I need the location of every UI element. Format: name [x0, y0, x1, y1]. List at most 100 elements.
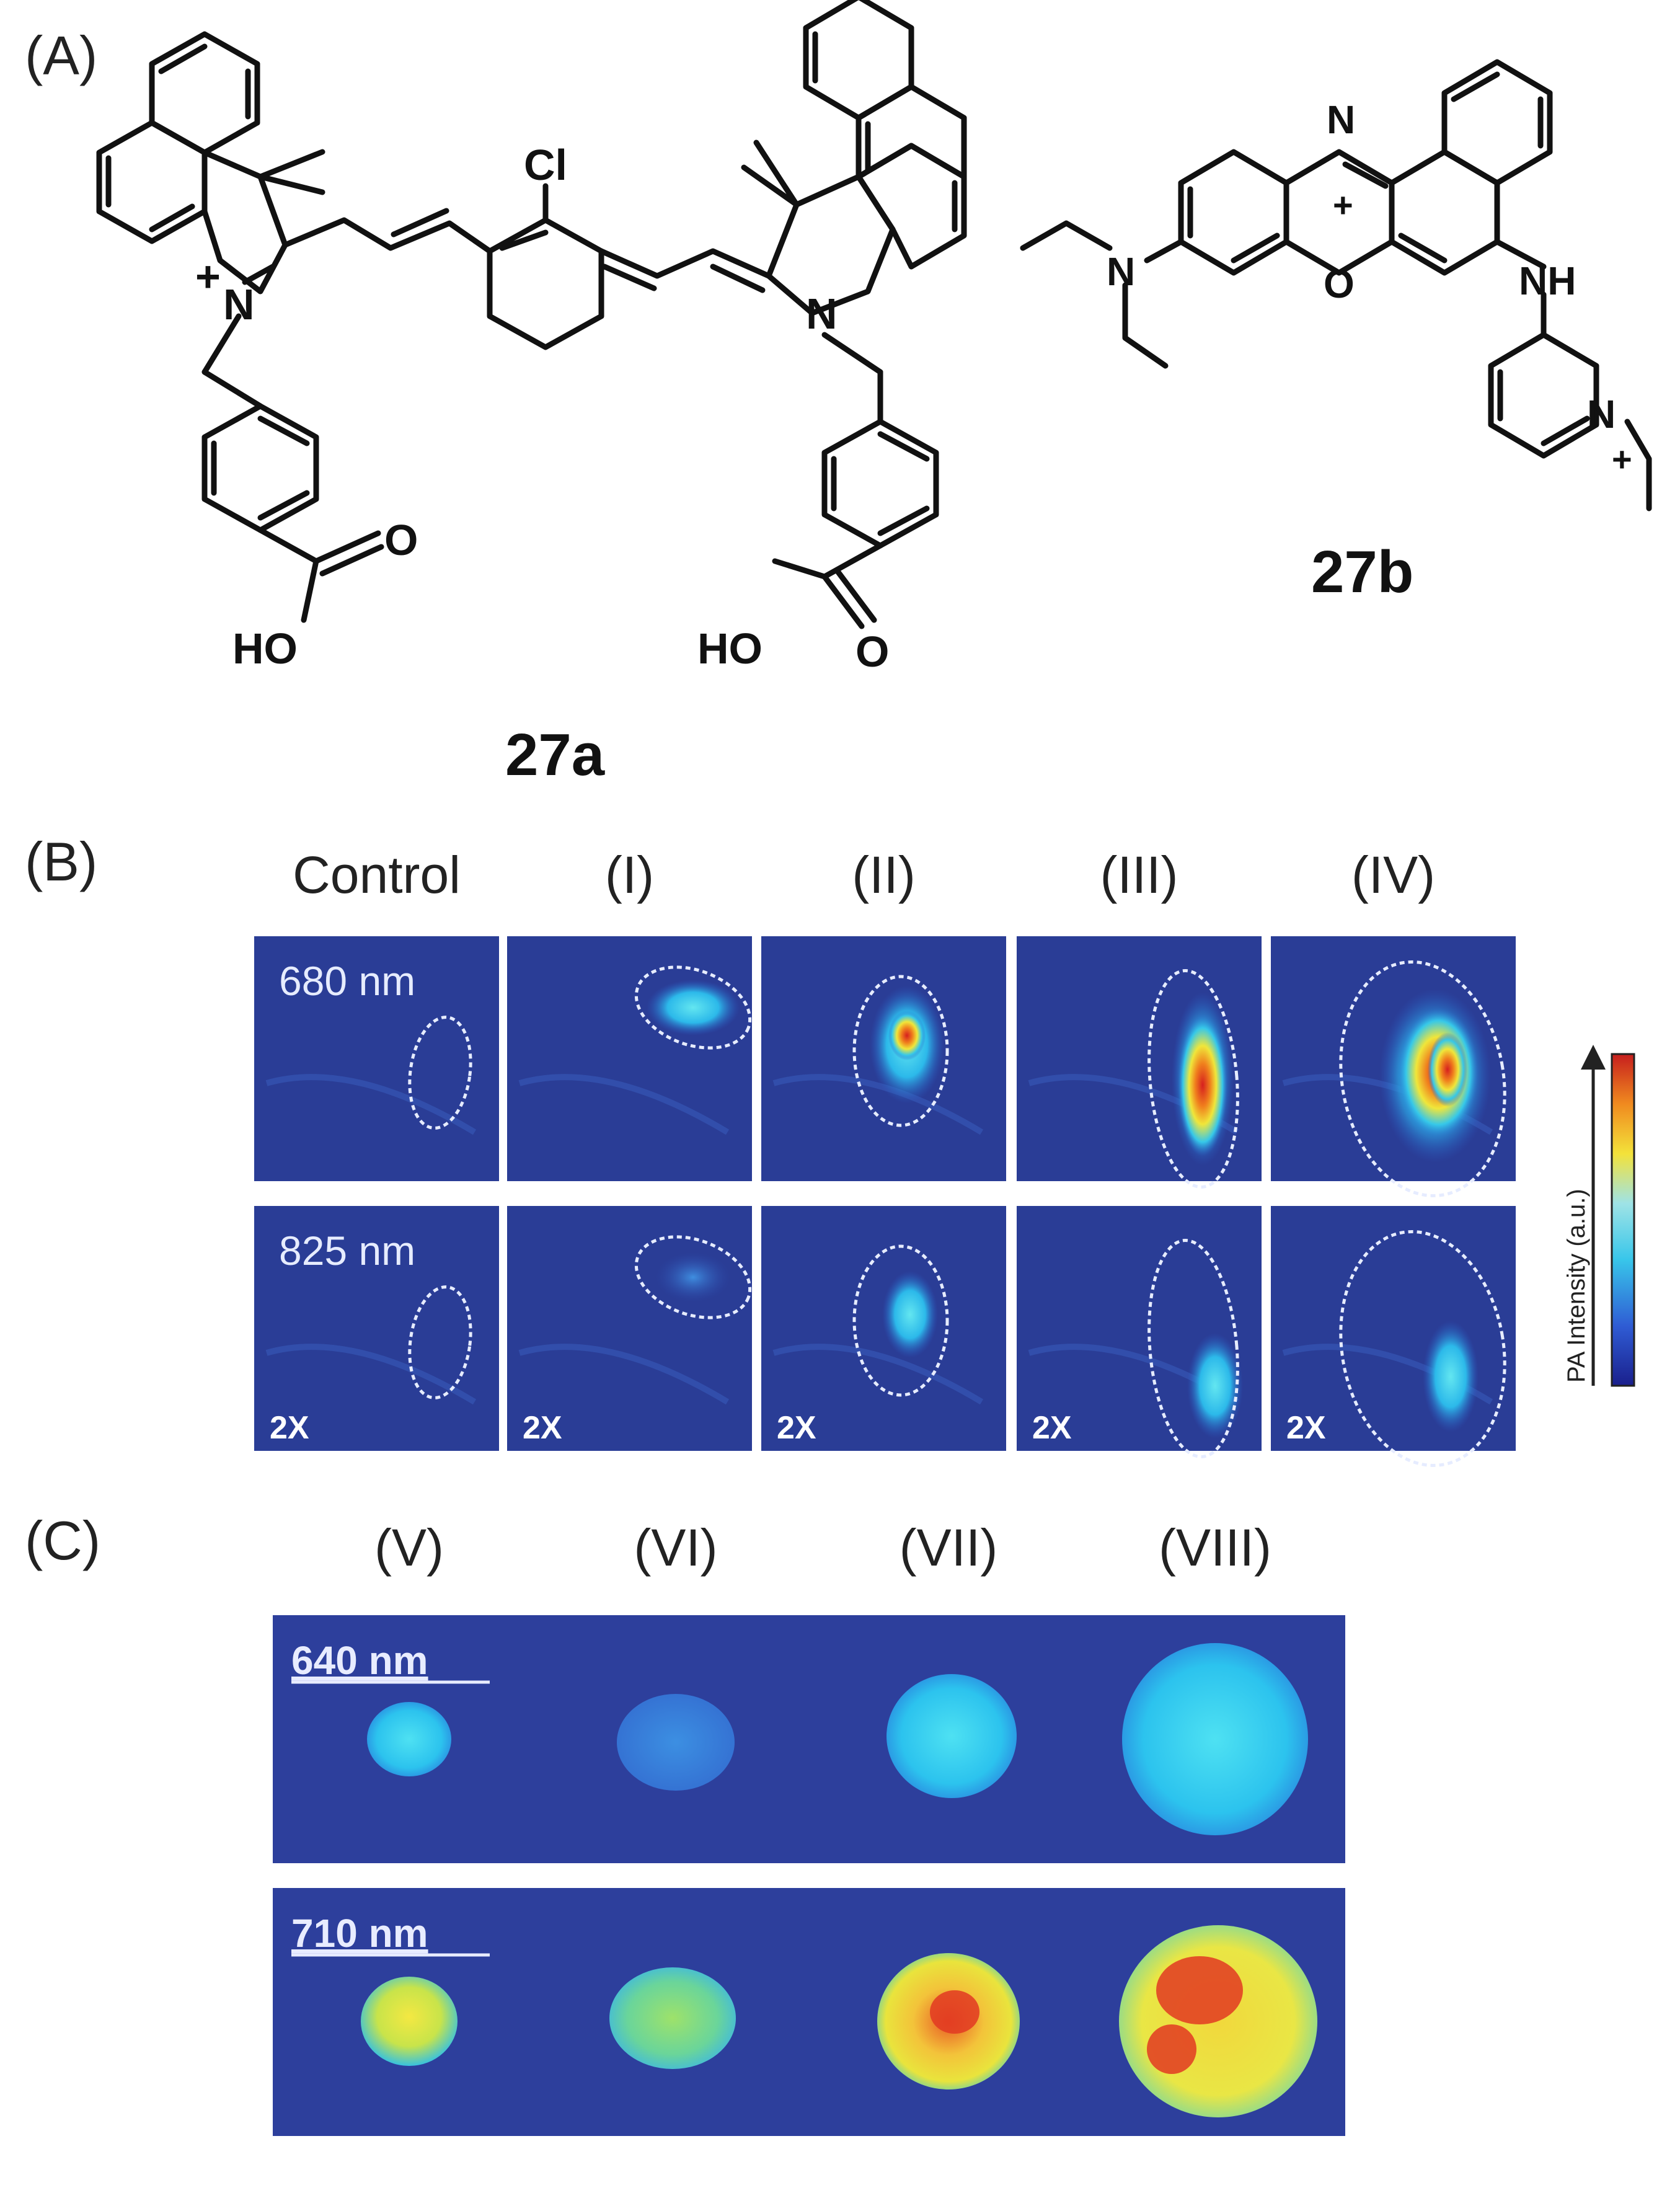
- atom-ring-charge: +: [1333, 185, 1353, 224]
- tile-background: [507, 936, 752, 1181]
- compound-27a-name: 27a: [505, 722, 605, 788]
- pa-signal: [1428, 1032, 1467, 1107]
- atom-pyr-charge: +: [1612, 440, 1632, 479]
- hot-core: [1147, 2024, 1196, 2074]
- pa-image-tile: 2X: [1271, 1206, 1516, 1467]
- panel-b-column-label: Control: [293, 846, 461, 904]
- panel-a-label: (A): [25, 25, 97, 86]
- panel-b: (B) Control (I) (II) (III) (IV) 680 nm 825 nm…: [25, 831, 1635, 1467]
- wavelength-label: 640 nm: [291, 1638, 428, 1683]
- tumor-signal: [609, 1967, 736, 2069]
- atom-oh-right: HO: [697, 624, 763, 673]
- tumor-outline: [1147, 969, 1239, 1189]
- panel-c-column-label: (V): [374, 1518, 444, 1577]
- panel-c-strips: 640 nm 710 nm: [273, 1615, 1345, 2136]
- pa-image-tile: 825 nm 2X: [254, 1206, 499, 1451]
- compound-27b-name: 27b: [1311, 539, 1413, 605]
- atom-n-amine: N: [1107, 249, 1135, 294]
- pa-signal: [1423, 1321, 1479, 1432]
- wavelength-label: 825 nm: [279, 1228, 415, 1274]
- tumor-signal: [617, 1694, 735, 1791]
- tumor-outline: [852, 1244, 949, 1397]
- pa-signal: [1187, 1333, 1243, 1438]
- tumor-outline: [408, 1285, 472, 1399]
- tile-background: [254, 936, 499, 1181]
- tumor-outline: [1339, 960, 1506, 1197]
- tumor-outline: [634, 1235, 752, 1319]
- vessel-streak: [265, 1074, 477, 1135]
- panel-c-column-label: (VI): [634, 1518, 717, 1577]
- zoom-label: 2X: [523, 1410, 562, 1446]
- vessel-streak: [772, 1074, 984, 1135]
- pa-image-tile: 2X: [761, 1206, 1006, 1451]
- panel-b-label: (B): [25, 831, 97, 892]
- tumor-outline: [852, 975, 949, 1127]
- tumor-outline: [1147, 1239, 1239, 1458]
- atom-n-right: N: [806, 290, 838, 338]
- atom-oh-left: HO: [232, 624, 298, 673]
- pa-signal: [656, 1252, 730, 1302]
- colorbar-label: PA Intensity (a.u.): [1563, 1189, 1590, 1383]
- atom-o-left: O: [384, 516, 418, 564]
- tumor-outline: [1339, 1230, 1506, 1467]
- panel-b-column-label: (IV): [1351, 846, 1435, 904]
- pa-image-tile: [1271, 936, 1516, 1197]
- zoom-label: 2X: [777, 1410, 816, 1446]
- wavelength-label: 680 nm: [279, 958, 415, 1004]
- pa-image-tile: 2X: [507, 1206, 752, 1451]
- atom-n-plus-charge: +: [195, 252, 221, 301]
- atom-nh: NH: [1519, 259, 1576, 303]
- zoom-label: 2X: [1286, 1410, 1326, 1446]
- zoom-label: 2X: [270, 1410, 309, 1446]
- panel-b-column-label: (I): [605, 846, 654, 904]
- vessel-streak: [265, 1344, 477, 1405]
- panel-b-column-labels: Control (I) (II) (III) (IV): [293, 846, 1435, 904]
- panel-b-column-label: (II): [852, 846, 916, 904]
- compound-27b-structure: [1020, 59, 1652, 512]
- tile-background: [507, 1206, 752, 1451]
- vessel-streak: [772, 1344, 984, 1405]
- pa-image-tile: [761, 936, 1006, 1181]
- panel-c-label: (C): [25, 1510, 100, 1571]
- tumor-outline: [408, 1016, 472, 1130]
- hot-core: [930, 1990, 979, 2034]
- pa-image-tile: 2X: [1017, 1206, 1262, 1458]
- pa-image-tile: [1017, 936, 1262, 1189]
- colorbar-gradient: [1611, 1053, 1635, 1387]
- compound-27a-atoms: + N Cl N O HO HO O: [195, 141, 889, 676]
- panel-c-column-label: (VIII): [1159, 1518, 1271, 1577]
- panel-c: (C) (V) (VI) (VII) (VIII) 640 nm 710 nm: [25, 1510, 1345, 2136]
- pa-image-tile: [507, 936, 752, 1181]
- pa-image-tile: 680 nm: [254, 936, 499, 1181]
- panel-b-tiles: 680 nm 825 nm 2X 2X 2X 2X 2X: [254, 936, 1516, 1467]
- pa-signal: [888, 1011, 926, 1060]
- compound-27a-structure: [96, 0, 967, 629]
- tile-background: [1271, 1206, 1516, 1451]
- atom-o-ring: O: [1324, 262, 1355, 306]
- panel-c-column-labels: (V) (VI) (VII) (VIII): [374, 1518, 1271, 1577]
- tumor-signal: [1122, 1643, 1308, 1835]
- tumor-signal: [361, 1977, 458, 2066]
- atom-o-right: O: [855, 627, 889, 676]
- tumor-outline: [634, 965, 752, 1050]
- compound-27b-atoms: N + O N NH N +: [1107, 97, 1632, 479]
- tile-background: [254, 1206, 499, 1451]
- pa-signal: [1178, 1014, 1227, 1156]
- wavelength-label: 710 nm: [291, 1911, 428, 1956]
- atom-n-top: N: [1327, 97, 1355, 142]
- pa-signal: [647, 980, 740, 1035]
- pa-strip: 710 nm: [273, 1888, 1345, 2136]
- panel-c-column-label: (VII): [900, 1518, 998, 1577]
- zoom-label: 2X: [1032, 1410, 1072, 1446]
- colorbar: PA Intensity (a.u.): [1563, 1045, 1635, 1387]
- tumor-signal: [886, 1674, 1017, 1798]
- panel-b-column-label: (III): [1100, 846, 1178, 904]
- vessel-streak: [518, 1074, 730, 1135]
- vessel-streak: [518, 1344, 730, 1405]
- atom-n-pyridinium: N: [1587, 392, 1616, 436]
- atom-cl: Cl: [524, 141, 567, 189]
- pa-signal: [882, 1271, 938, 1358]
- atom-n-left: N: [223, 280, 255, 329]
